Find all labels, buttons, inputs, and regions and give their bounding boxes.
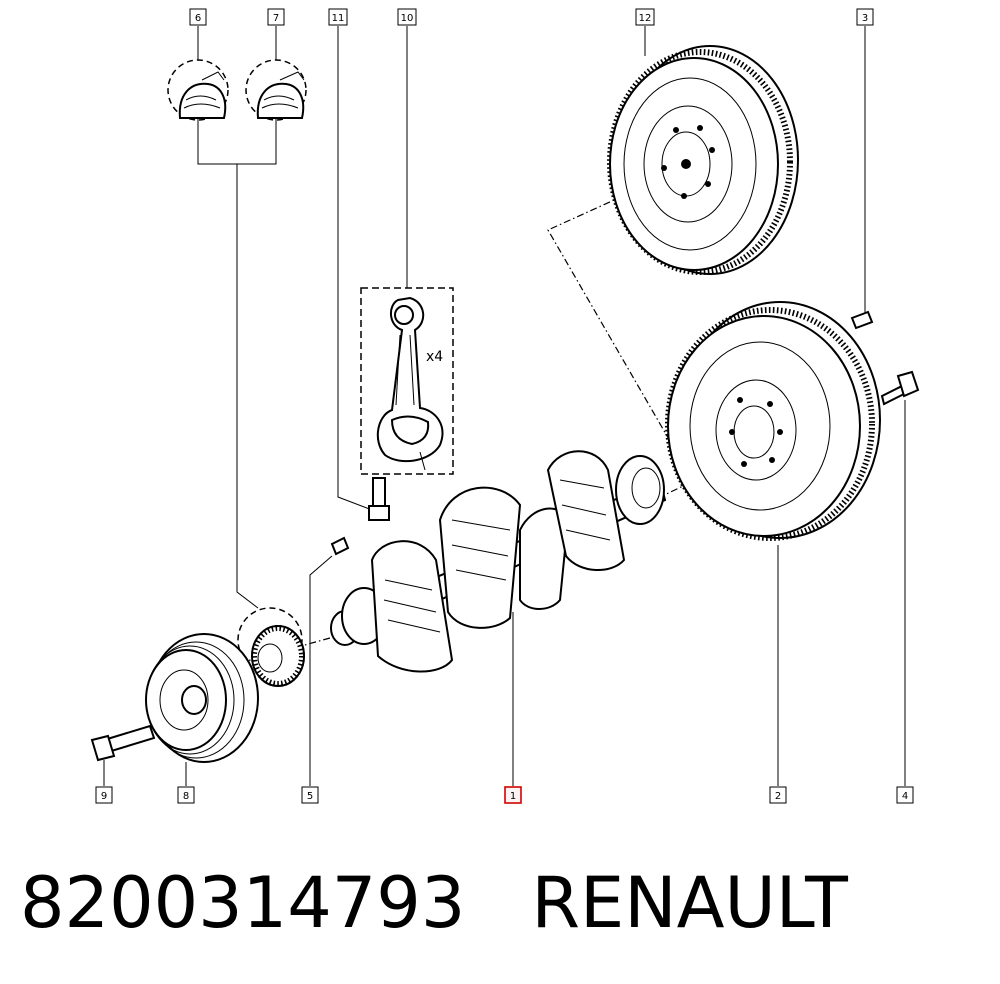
leader-lines	[103, 26, 906, 786]
exploded-parts-diagram: x4	[90, 8, 920, 804]
callout-10[interactable]: 10	[397, 8, 417, 26]
callout-1[interactable]: 1	[504, 786, 522, 804]
key	[330, 536, 350, 556]
callout-12[interactable]: 12	[635, 8, 655, 26]
crank-pulley	[145, 633, 259, 763]
callout-number: 3	[862, 13, 868, 24]
callout-box[interactable]	[301, 786, 319, 804]
callout-9[interactable]: 9	[95, 786, 113, 804]
callout-number: 2	[775, 791, 781, 802]
callout-box[interactable]	[896, 786, 914, 804]
flywheel-bolt	[880, 370, 920, 406]
callout-number: 6	[195, 13, 201, 24]
connecting-rod-assembly: x4	[360, 287, 454, 475]
pulley-bolt	[90, 724, 156, 762]
bearing-shell-detail-6	[167, 59, 229, 121]
bearing-shell-detail-7	[245, 59, 307, 121]
callout-number: 9	[101, 791, 107, 802]
callout-box[interactable]	[189, 8, 207, 26]
callout-number: 5	[307, 791, 313, 802]
brand-name: RENAULT	[531, 862, 848, 944]
callout-box[interactable]	[856, 8, 874, 26]
callout-number: 7	[273, 13, 279, 24]
flywheel-upper	[607, 45, 799, 275]
timing-gear	[237, 607, 305, 687]
callout-8[interactable]: 8	[177, 786, 195, 804]
callout-number: 8	[183, 791, 189, 802]
callout-box[interactable]	[267, 8, 285, 26]
callout-number: 1	[510, 791, 516, 802]
callout-3[interactable]: 3	[856, 8, 874, 26]
caption: 8200314793 RENAULT	[20, 858, 848, 948]
flywheel-lower	[665, 301, 881, 541]
callout-7[interactable]: 7	[267, 8, 285, 26]
callout-box[interactable]	[635, 8, 655, 26]
callout-number: 11	[332, 13, 345, 24]
crankshaft	[330, 450, 667, 673]
part-number: 8200314793	[20, 862, 466, 944]
callout-box[interactable]	[95, 786, 113, 804]
callout-number: 10	[401, 13, 414, 24]
callout-box[interactable]	[397, 8, 417, 26]
callout-4[interactable]: 4	[896, 786, 914, 804]
callout-box[interactable]	[504, 786, 522, 804]
callout-number: 12	[639, 13, 652, 24]
callout-box[interactable]	[769, 786, 787, 804]
dowel-pin	[850, 310, 874, 330]
callout-5[interactable]: 5	[301, 786, 319, 804]
callout-2[interactable]: 2	[769, 786, 787, 804]
callout-11[interactable]: 11	[328, 8, 348, 26]
callout-6[interactable]: 6	[189, 8, 207, 26]
rod-bolt	[368, 477, 390, 521]
callout-number: 4	[902, 791, 908, 802]
callout-box[interactable]	[177, 786, 195, 804]
quantity-note: x4	[426, 349, 443, 365]
callout-box[interactable]	[328, 8, 348, 26]
